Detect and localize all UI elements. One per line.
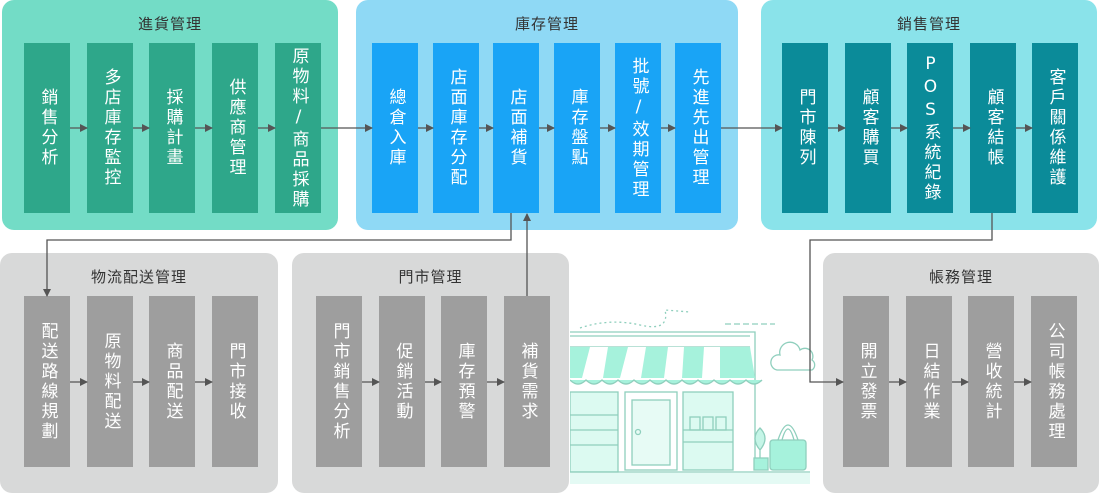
- step-multi-store-inventory-monitor[interactable]: 多店庫存監控: [87, 43, 133, 213]
- storefront-illustration: [570, 309, 816, 484]
- step-customer-checkout[interactable]: 顧客結帳: [970, 43, 1016, 213]
- step-label: 顧客結帳: [983, 88, 1004, 168]
- step-label: 批號/效期管理: [628, 56, 649, 200]
- step-fifo-management[interactable]: 先進先出管理: [675, 43, 721, 213]
- panel-sales: 銷售管理 門市陳列 顧客購買 POS系統紀錄 顧客結帳 客戶關係維護: [761, 0, 1097, 230]
- panel-title-procurement: 進貨管理: [137, 15, 202, 33]
- panel-accounting: 帳務管理 開立發票 日結作業 營收統計 公司帳務處理: [823, 253, 1099, 493]
- step-label: 門市接收: [225, 341, 246, 422]
- step-central-warehouse-inbound[interactable]: 總倉入庫: [372, 43, 418, 213]
- step-label: 總倉入庫: [385, 88, 406, 168]
- step-label: 先進先出管理: [688, 68, 709, 188]
- step-label: 原物料配送: [100, 331, 121, 432]
- panel-logistics: 物流配送管理 配送路線規劃 原物料配送 商品配送 門市接收: [0, 253, 278, 493]
- step-label: 配送路線規劃: [37, 321, 58, 442]
- step-label: POS系統紀錄: [920, 53, 941, 203]
- step-material-delivery[interactable]: 原物料配送: [87, 296, 133, 467]
- step-issue-invoice[interactable]: 開立發票: [843, 296, 889, 467]
- step-pos-record[interactable]: POS系統紀錄: [907, 43, 953, 213]
- step-label: 公司帳務處理: [1044, 321, 1065, 442]
- cloud-icon: [770, 341, 816, 371]
- step-label: 門市銷售分析: [329, 321, 350, 442]
- shopping-bag-icon: [769, 439, 807, 471]
- step-label: 日結作業: [919, 341, 940, 422]
- step-route-planning[interactable]: 配送路線規劃: [24, 296, 70, 467]
- step-material-purchase[interactable]: 原物料/商品採購: [275, 43, 321, 213]
- step-label: 客戶關係維護: [1045, 68, 1066, 188]
- panel-title-inventory: 庫存管理: [514, 15, 579, 33]
- step-label: 銷售分析: [37, 88, 58, 168]
- step-label: 開立發票: [856, 341, 877, 422]
- step-label: 商品配送: [162, 341, 183, 422]
- step-goods-delivery[interactable]: 商品配送: [149, 296, 195, 467]
- step-promotion[interactable]: 促銷活動: [379, 296, 425, 467]
- step-stock-alert[interactable]: 庫存預警: [441, 296, 487, 467]
- step-store-receiving[interactable]: 門市接收: [212, 296, 258, 467]
- step-label: 促銷活動: [392, 341, 413, 422]
- step-label: 顧客購買: [858, 88, 879, 168]
- step-company-accounting[interactable]: 公司帳務處理: [1031, 296, 1077, 467]
- step-label: 原物料/商品採購: [288, 46, 309, 210]
- step-crm[interactable]: 客戶關係維護: [1032, 43, 1078, 213]
- step-store-sales-analysis[interactable]: 門市銷售分析: [316, 296, 362, 467]
- step-daily-closing[interactable]: 日結作業: [906, 296, 952, 467]
- step-label: 庫存盤點: [567, 88, 588, 168]
- panel-title-sales: 銷售管理: [896, 15, 961, 33]
- step-label: 採購計畫: [162, 88, 183, 168]
- step-label: 營收統計: [981, 341, 1002, 422]
- step-label: 補貨需求: [517, 341, 538, 422]
- step-store-inventory-allocation[interactable]: 店面庫存分配: [433, 43, 479, 213]
- step-revenue-statistics[interactable]: 營收統計: [968, 296, 1014, 467]
- step-sales-analysis[interactable]: 銷售分析: [24, 43, 70, 213]
- panel-title-logistics: 物流配送管理: [90, 268, 187, 286]
- step-store-display[interactable]: 門市陳列: [782, 43, 828, 213]
- dotted-path-icon: [579, 309, 691, 329]
- panel-inventory: 庫存管理 總倉入庫 店面庫存分配 店面補貨 庫存盤點 批號/效期管理 先進先出管…: [356, 0, 738, 230]
- panel-title-store: 門市管理: [398, 268, 463, 286]
- panel-procurement: 進貨管理 銷售分析 多店庫存監控 採購計畫 供應商管理 原物料/商品採購: [2, 0, 338, 230]
- store-window: [682, 391, 734, 471]
- step-replenishment-request[interactable]: 補貨需求: [504, 296, 550, 467]
- step-label: 多店庫存監控: [100, 68, 121, 188]
- step-purchase-plan[interactable]: 採購計畫: [149, 43, 195, 213]
- panel-title-accounting: 帳務管理: [928, 268, 993, 286]
- step-label: 店面補貨: [506, 88, 527, 168]
- step-batch-expiry-management[interactable]: 批號/效期管理: [615, 43, 661, 213]
- awning: [570, 347, 763, 385]
- step-label: 店面庫存分配: [446, 68, 467, 188]
- step-label: 庫存預警: [454, 341, 475, 422]
- step-customer-purchase[interactable]: 顧客購買: [845, 43, 891, 213]
- step-label: 供應商管理: [225, 78, 246, 178]
- step-stock-take[interactable]: 庫存盤點: [554, 43, 600, 213]
- step-store-replenishment[interactable]: 店面補貨: [493, 43, 539, 213]
- plant-icon: [754, 427, 766, 468]
- panel-store: 門市管理 門市銷售分析 促銷活動 庫存預警 補貨需求: [292, 253, 569, 493]
- step-supplier-management[interactable]: 供應商管理: [212, 43, 258, 213]
- step-label: 門市陳列: [795, 88, 816, 168]
